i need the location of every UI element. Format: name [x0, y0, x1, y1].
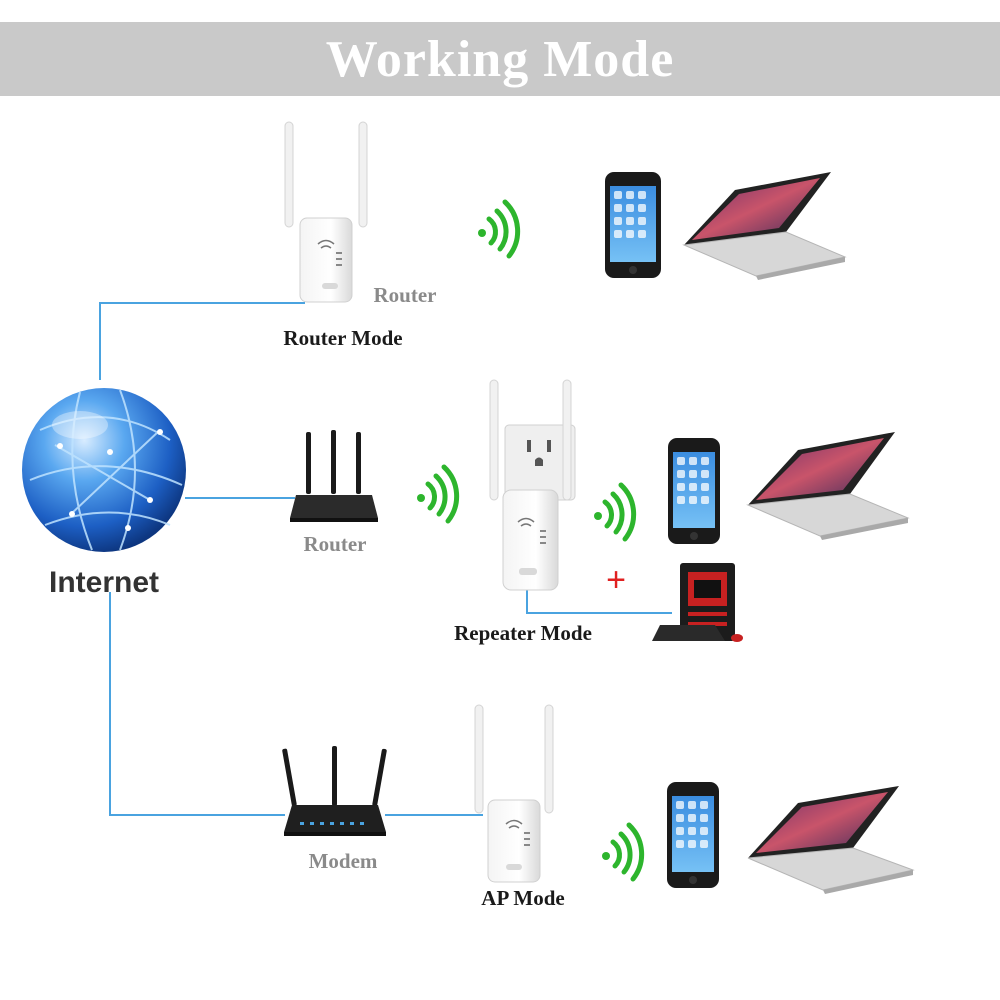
smartphone-icon — [668, 438, 720, 544]
laptop-icon — [747, 786, 915, 894]
desktop-computer-icon — [652, 563, 743, 642]
line-internet-router-mode — [99, 302, 305, 380]
wall-outlet — [504, 424, 576, 501]
smartphone-icon — [605, 172, 661, 278]
extender-router-mode — [284, 121, 368, 303]
router-label: Router — [374, 283, 437, 307]
laptop-icon — [746, 432, 910, 540]
extender-repeater-mode — [489, 379, 572, 591]
smartphone-icon — [667, 782, 719, 888]
repeater-router-label: Router — [304, 532, 367, 556]
modem-label: Modem — [309, 849, 378, 873]
modem-icon — [282, 746, 387, 836]
internet-globe — [22, 388, 186, 552]
repeater-mode-label: Repeater Mode — [454, 621, 592, 645]
header-banner: Working Mode — [0, 22, 1000, 96]
wifi-signal-icon — [478, 199, 521, 259]
ap-mode-label: AP Mode — [481, 886, 564, 910]
wifi-signal-icon — [417, 464, 460, 524]
line-internet-modem — [109, 592, 285, 816]
page-title: Working Mode — [325, 30, 675, 88]
internet-label: Internet — [49, 566, 159, 599]
wifi-signal-icon — [594, 482, 637, 542]
laptop-icon — [682, 172, 847, 280]
line-repeater-pc — [526, 590, 672, 614]
connection-lines — [99, 302, 672, 816]
wifi-signal-icon — [602, 822, 645, 882]
plus-symbol: + — [606, 561, 626, 599]
extender-ap-mode — [474, 704, 554, 883]
router-mode-label: Router Mode — [283, 326, 402, 350]
router-icon — [290, 430, 378, 522]
